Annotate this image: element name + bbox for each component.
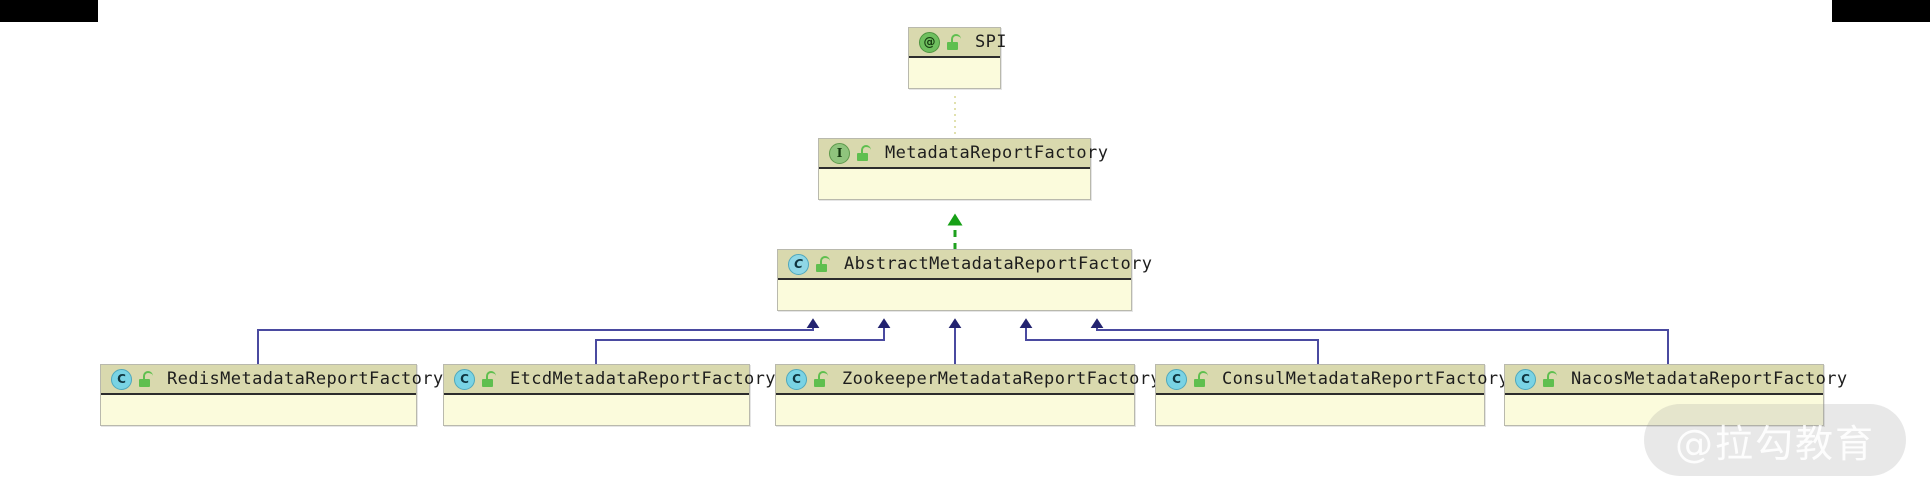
node-zookeeper-metadata-report-factory[interactable]: C ZookeeperMetadataReportFactory xyxy=(775,364,1161,426)
unlock-icon xyxy=(1192,371,1208,387)
node-etcd-metadata-report-factory-body xyxy=(444,395,749,425)
node-etcd-metadata-report-factory-header: C EtcdMetadataReportFactory xyxy=(444,365,775,395)
node-zookeeper-metadata-report-factory-body xyxy=(776,395,1134,425)
class-icon: C xyxy=(1515,368,1536,390)
node-spi-body xyxy=(909,58,1000,88)
node-metadata-report-factory-title: MetadataReportFactory xyxy=(885,143,1109,163)
node-nacos-metadata-report-factory-body xyxy=(1505,395,1823,425)
unlock-icon xyxy=(814,256,830,272)
edge-consul-extends-abstract xyxy=(1019,318,1319,365)
unlock-icon xyxy=(137,371,153,387)
node-consul-metadata-report-factory-body xyxy=(1156,395,1484,425)
crop-bar-left xyxy=(0,0,98,22)
node-zookeeper-metadata-report-factory-title: ZookeeperMetadataReportFactory xyxy=(842,369,1162,389)
node-metadata-report-factory-body xyxy=(819,169,1090,199)
node-spi-title: SPI xyxy=(975,32,1007,52)
node-nacos-metadata-report-factory-header: C NacosMetadataReportFactory xyxy=(1505,365,1847,395)
interface-icon: I xyxy=(829,142,850,164)
node-nacos-metadata-report-factory-title: NacosMetadataReportFactory xyxy=(1571,369,1848,389)
node-redis-metadata-report-factory-title: RedisMetadataReportFactory xyxy=(167,369,444,389)
node-abstract-metadata-report-factory-title: AbstractMetadataReportFactory xyxy=(844,254,1153,274)
node-redis-metadata-report-factory-header: C RedisMetadataReportFactory xyxy=(101,365,443,395)
class-icon: C xyxy=(454,368,475,390)
unlock-icon xyxy=(1541,371,1557,387)
edge-etcd-extends-abstract xyxy=(595,318,891,365)
unlock-icon xyxy=(812,371,828,387)
node-consul-metadata-report-factory-header: C ConsulMetadataReportFactory xyxy=(1156,365,1509,395)
node-consul-metadata-report-factory-title: ConsulMetadataReportFactory xyxy=(1222,369,1510,389)
edge-redis-extends-abstract xyxy=(257,318,820,365)
node-consul-metadata-report-factory[interactable]: C ConsulMetadataReportFactory xyxy=(1155,364,1509,426)
node-abstract-metadata-report-factory-header: C AbstractMetadataReportFactory xyxy=(778,250,1152,280)
node-abstract-metadata-report-factory[interactable]: C AbstractMetadataReportFactory xyxy=(777,249,1152,311)
node-metadata-report-factory[interactable]: I MetadataReportFactory xyxy=(818,138,1108,200)
node-etcd-metadata-report-factory-title: EtcdMetadataReportFactory xyxy=(510,369,776,389)
node-spi-header: @ SPI xyxy=(909,28,1007,58)
node-etcd-metadata-report-factory[interactable]: C EtcdMetadataReportFactory xyxy=(443,364,775,426)
node-redis-metadata-report-factory[interactable]: C RedisMetadataReportFactory xyxy=(100,364,443,426)
class-icon: C xyxy=(111,368,132,390)
node-abstract-metadata-report-factory-body xyxy=(778,280,1131,310)
class-icon: C xyxy=(786,368,807,390)
edge-nacos-extends-abstract xyxy=(1090,318,1669,365)
annotation-icon: @ xyxy=(919,31,940,53)
node-nacos-metadata-report-factory[interactable]: C NacosMetadataReportFactory xyxy=(1504,364,1847,426)
unlock-icon xyxy=(855,145,871,161)
node-metadata-report-factory-header: I MetadataReportFactory xyxy=(819,139,1108,169)
node-zookeeper-metadata-report-factory-header: C ZookeeperMetadataReportFactory xyxy=(776,365,1161,395)
class-icon: C xyxy=(1166,368,1187,390)
watermark-text: @拉勾教育 xyxy=(1674,421,1875,466)
crop-bar-right xyxy=(1832,0,1930,22)
unlock-icon xyxy=(945,34,961,50)
watermark: @拉勾教育 xyxy=(1644,404,1906,476)
node-redis-metadata-report-factory-body xyxy=(101,395,416,425)
abstract-class-icon: C xyxy=(788,253,809,275)
unlock-icon xyxy=(480,371,496,387)
node-spi[interactable]: @ SPI xyxy=(908,27,1007,89)
